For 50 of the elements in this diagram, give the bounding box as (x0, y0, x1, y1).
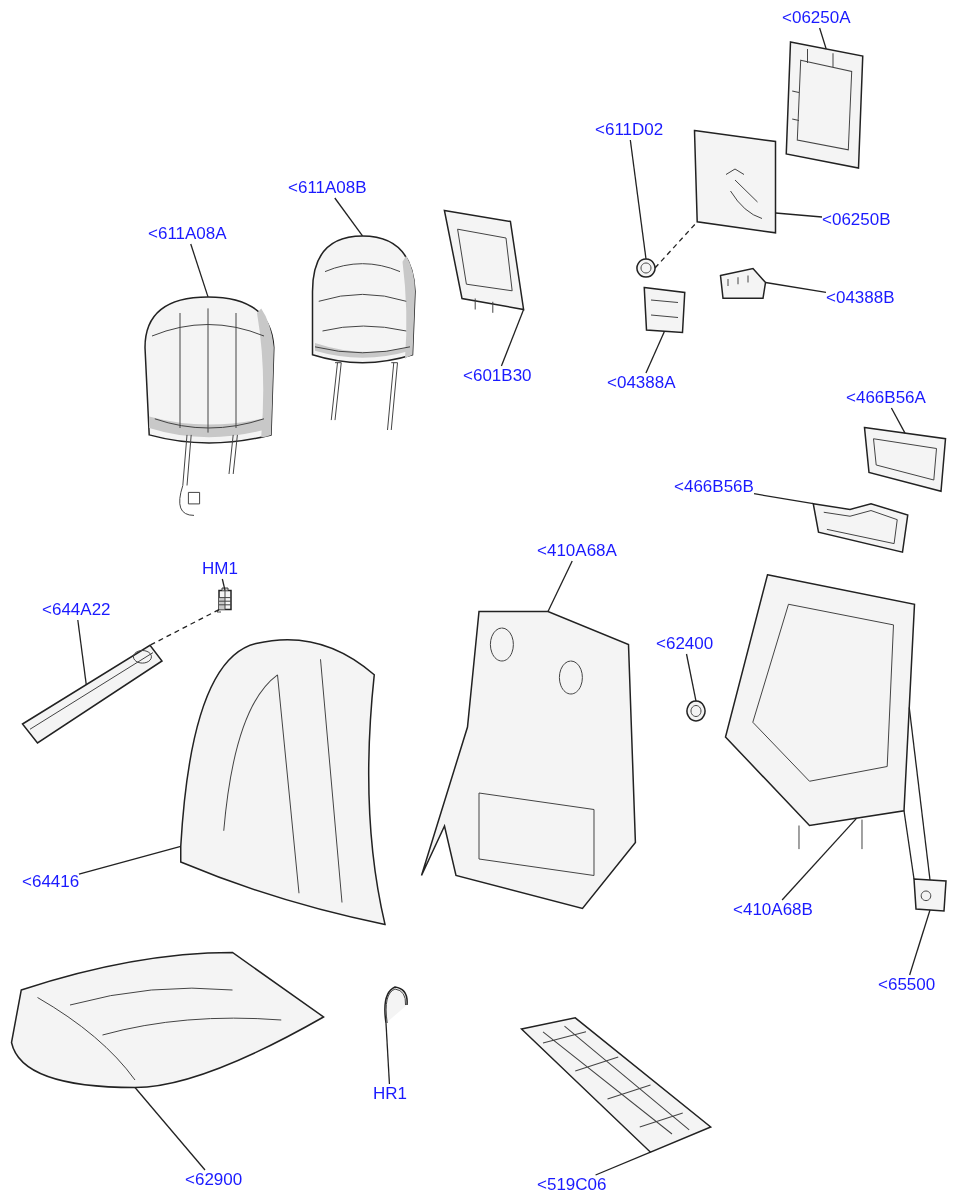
part-number: <410A68B (733, 900, 813, 920)
part-number: <644A22 (42, 600, 111, 620)
part-number: <611A08A (148, 224, 227, 244)
part-number: <611A08B (288, 178, 367, 198)
part-number: <06250A (782, 8, 851, 28)
leader-line (909, 909, 931, 976)
leader-line (764, 281, 827, 293)
assembly-line (908, 706, 931, 881)
leader-line (685, 653, 697, 702)
part-number: <04388A (607, 373, 676, 393)
part-number: <466B56A (846, 388, 926, 408)
part-number: <601B30 (463, 366, 532, 386)
leader-line (134, 1086, 206, 1171)
part-number: <466B56B (674, 477, 754, 497)
part-number: <62400 (656, 634, 714, 654)
assembly-line (903, 810, 915, 880)
part-number: <04388B (826, 288, 895, 308)
part-number: <06250B (822, 210, 891, 230)
leader-line (645, 330, 666, 374)
ring-drawing (636, 258, 656, 278)
part-number: <519C06 (537, 1175, 607, 1195)
part-number: <611D02 (595, 120, 664, 140)
clip-drawing (642, 285, 687, 335)
part-number: HM1 (202, 559, 238, 579)
leader-line (77, 619, 87, 686)
leader-line (890, 407, 906, 434)
part-number: <65500 (878, 975, 936, 995)
part-number: HR1 (373, 1084, 407, 1104)
pin-drawing (215, 588, 235, 612)
clip-drawing (718, 265, 768, 300)
leader-line (221, 578, 226, 592)
assembly-line (654, 221, 698, 269)
leader-line (78, 845, 182, 875)
leader-line (547, 560, 573, 613)
leader-line (334, 197, 364, 237)
part-number: <62900 (185, 1170, 243, 1190)
assembly-line (149, 608, 220, 646)
leader-line (500, 308, 525, 367)
leader-line (819, 27, 827, 50)
leader-line (753, 493, 814, 505)
bracket-drawing (910, 875, 950, 915)
ring-drawing (686, 700, 706, 722)
part-number: <410A68A (537, 541, 617, 561)
leader-line (781, 817, 858, 901)
part-number: <64416 (22, 872, 80, 892)
leader-line (774, 212, 823, 218)
leader-line (190, 243, 209, 298)
leader-line (629, 139, 647, 260)
leader-line (385, 1022, 391, 1085)
leader-line (594, 1151, 652, 1176)
